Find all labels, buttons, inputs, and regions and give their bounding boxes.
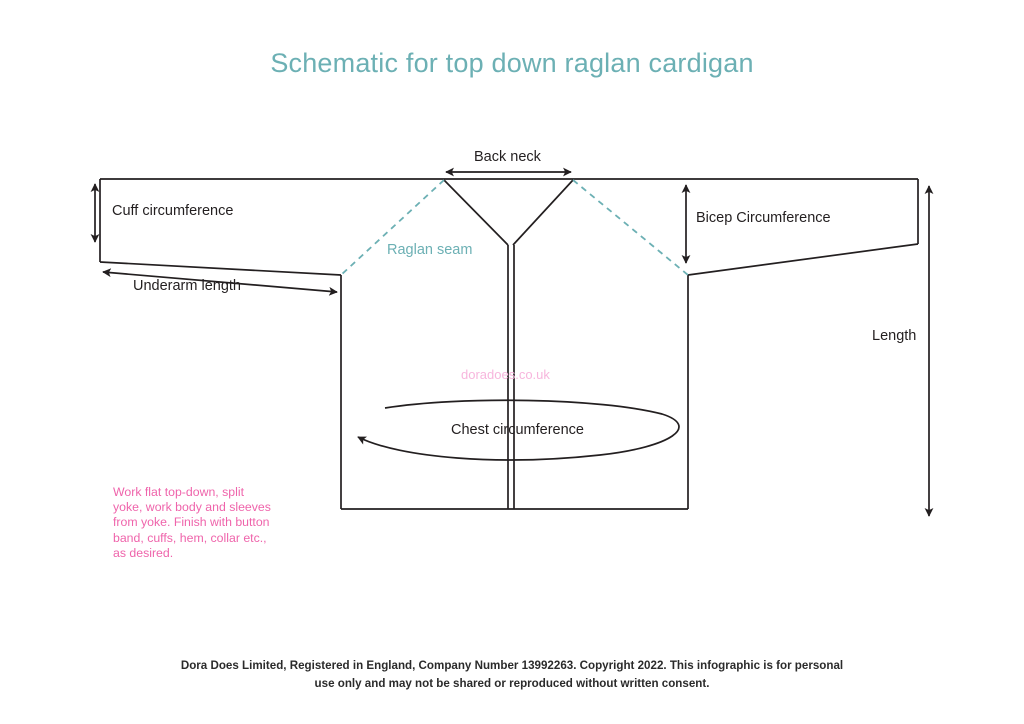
underarm-length-label: Underarm length <box>133 278 241 294</box>
raglan-seam-label: Raglan seam <box>387 242 472 258</box>
instruction-note: Work flat top-down, split yoke, work bod… <box>113 485 288 561</box>
back-neck-label: Back neck <box>474 149 542 165</box>
footer-line-2: use only and may not be shared or reprod… <box>314 677 710 690</box>
note-line: yoke, work body and sleeves <box>113 500 271 515</box>
right-sleeve-underside <box>687 243 919 276</box>
v-neck-left-edge <box>443 179 509 246</box>
chest-circumference-loop <box>357 399 680 461</box>
bicep-circumference-label: Bicep Circumference <box>696 210 831 226</box>
raglan-seam-left <box>340 179 445 276</box>
note-line: band, cuffs, hem, collar etc., <box>113 530 267 545</box>
note-line: Work flat top-down, split <box>113 485 244 499</box>
v-neck-right-edge <box>512 179 574 246</box>
footer-copyright: Dora Does Limited, Registered in England… <box>0 657 1024 693</box>
underarm-length-arrow <box>102 268 338 296</box>
footer-line-1: Dora Does Limited, Registered in England… <box>180 659 844 672</box>
left-sleeve-underside <box>99 261 342 276</box>
raglan-seam-right <box>572 179 689 276</box>
watermark-text: doradoes.co.uk <box>461 367 550 382</box>
chest-circumference-label: Chest circumference <box>451 422 584 438</box>
underarm-length-measure <box>102 268 338 296</box>
page-title: Schematic for top down raglan cardigan <box>270 48 754 78</box>
length-label: Length <box>872 328 916 344</box>
raglan-seam-lines <box>340 179 689 276</box>
note-line: as desired. <box>113 545 174 560</box>
note-line: from yoke. Finish with button <box>113 515 270 530</box>
chest-circumference-measure <box>357 399 680 461</box>
cuff-circumference-label: Cuff circumference <box>112 203 233 219</box>
